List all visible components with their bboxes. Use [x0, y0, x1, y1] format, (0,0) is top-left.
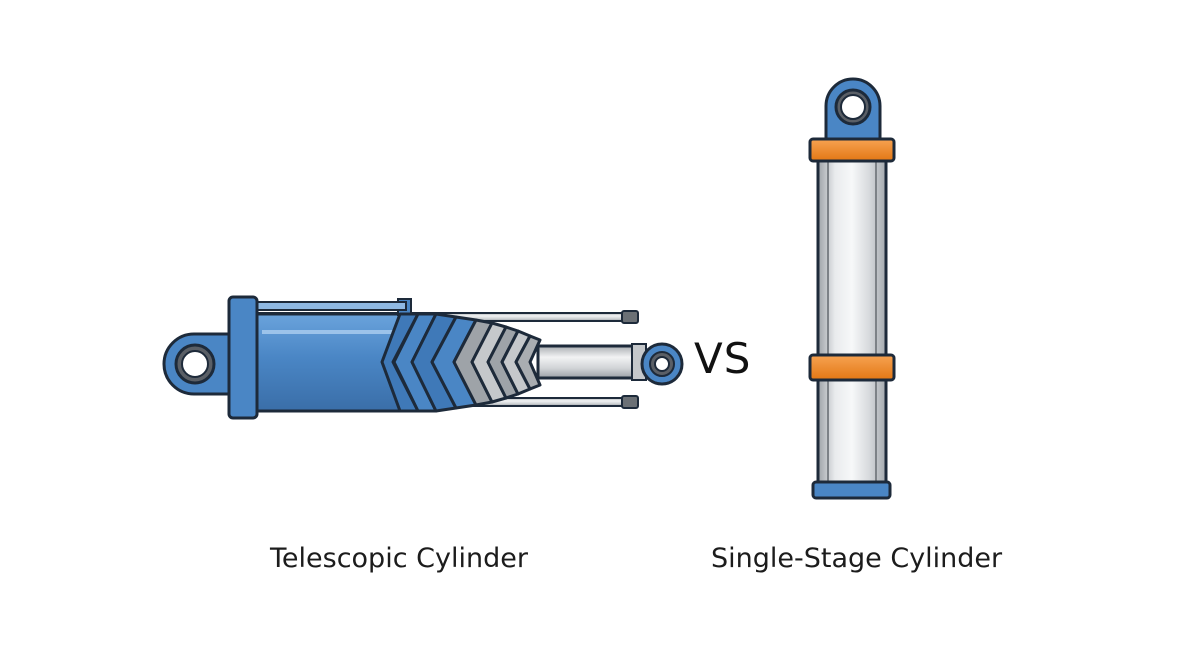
single-stage-orange-rings: [808, 137, 896, 382]
single-stage-body: [816, 156, 888, 486]
telescopic-cylinder: [162, 295, 684, 420]
single-stage-cylinder: [808, 77, 896, 500]
telescopic-cylinder-caption: Telescopic Cylinder: [270, 543, 528, 574]
single-stage-cylinder-caption: Single-Stage Cylinder: [711, 543, 1003, 574]
vs-label: VS: [694, 334, 752, 383]
telescopic-rod: [536, 343, 647, 381]
telescopic-right-eye: [640, 342, 684, 386]
telescopic-stages: [380, 312, 542, 413]
single-stage-base-cap: [811, 480, 892, 500]
telescopic-left-eye: [162, 332, 234, 396]
single-stage-top-eye: [824, 77, 882, 144]
